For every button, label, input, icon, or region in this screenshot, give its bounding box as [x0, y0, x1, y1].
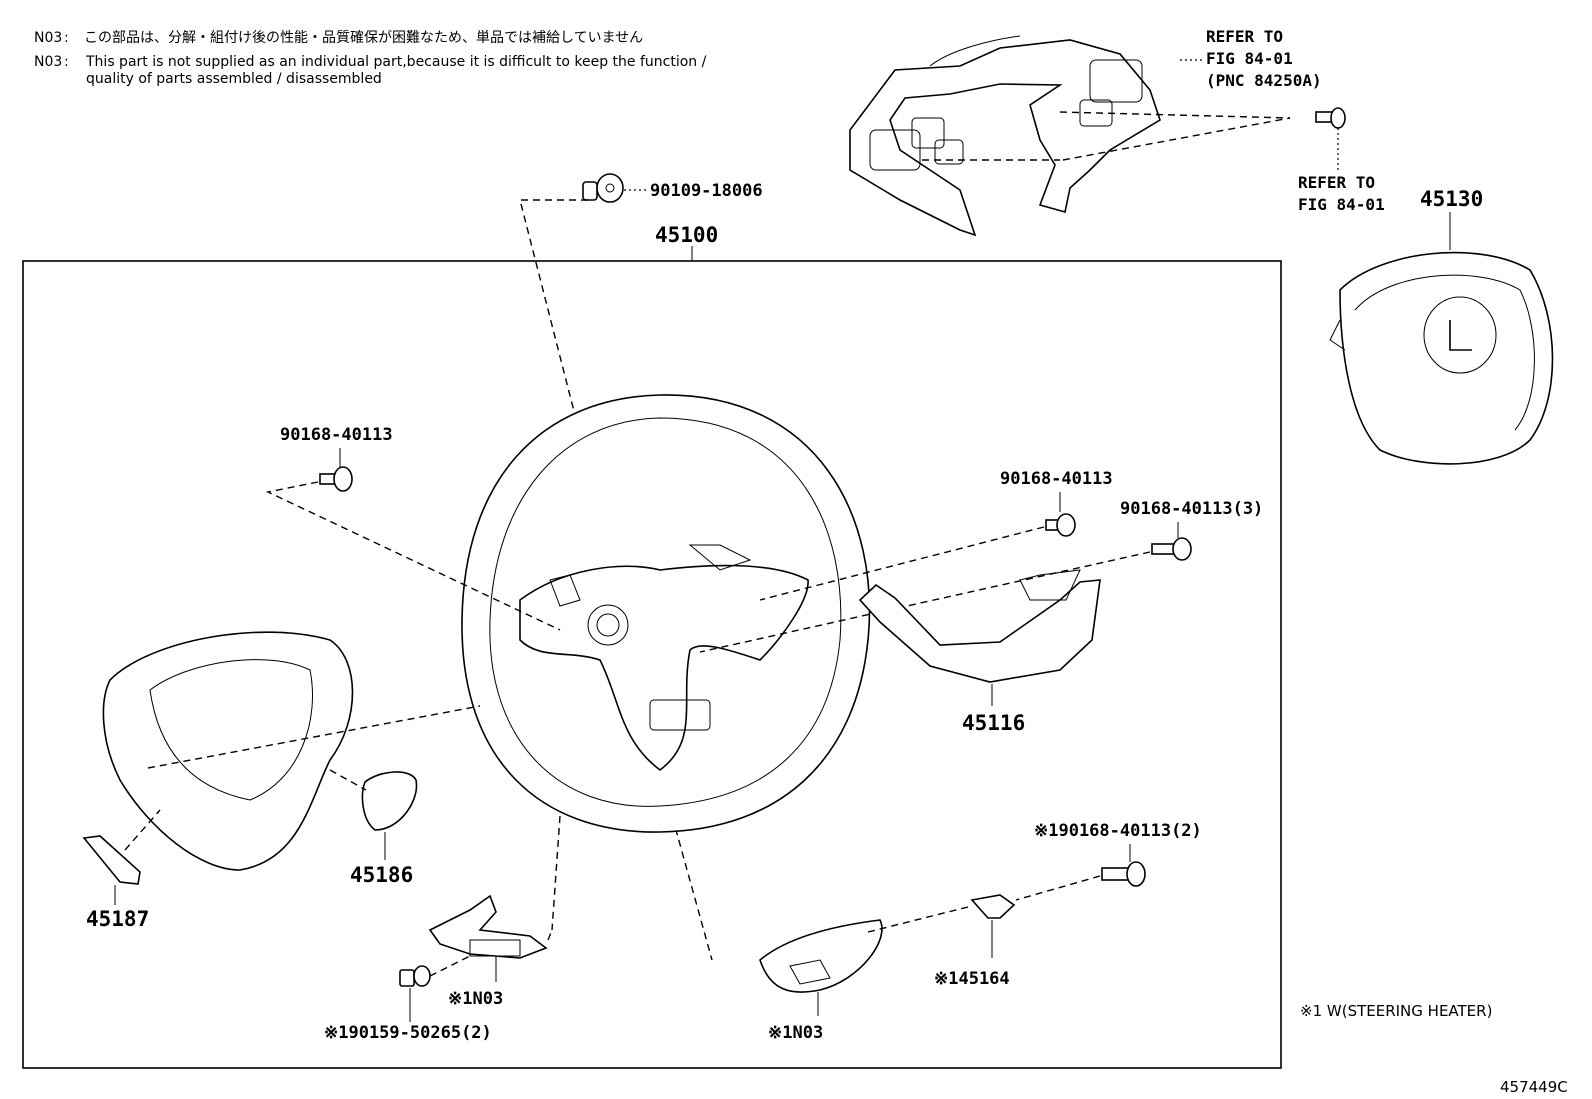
label-90168-b: 90168-40113 — [1000, 469, 1113, 489]
bolt-90109-18006 — [582, 173, 624, 203]
label-45100: 45100 — [655, 223, 718, 247]
bolt-90159 — [399, 965, 431, 987]
label-N03-a: ※1N03 — [448, 989, 503, 1009]
lower-cover — [102, 631, 354, 871]
label-45116: 45116 — [962, 711, 1025, 735]
label-90159: ※190159-50265(2) — [324, 1023, 492, 1043]
label-45187: 45187 — [86, 907, 149, 931]
label-90168-d: ※190168-40113(2) — [1034, 821, 1202, 841]
legend-steering-heater: ※1 W(STEERING HEATER) — [1300, 1002, 1492, 1020]
assembly-frame-45100 — [22, 260, 1282, 1069]
screw-90168-d — [1101, 861, 1146, 887]
label-45130: 45130 — [1420, 187, 1483, 211]
label-N03-b: ※1N03 — [768, 1023, 823, 1043]
note-en-code: N03 — [34, 54, 62, 70]
svg-text::: : — [64, 30, 69, 46]
lower-cover-N03-b — [759, 919, 883, 993]
ref2-line2: FIG 84-01 — [1298, 195, 1385, 214]
screw-90168-c — [1151, 537, 1192, 561]
label-90168-a: 90168-40113 — [280, 425, 393, 445]
note-en-line2: quality of parts assembled / disassemble… — [86, 71, 382, 87]
bracket-N03-a — [428, 894, 548, 959]
airbag-45130 — [1329, 251, 1554, 465]
ref1-line3: (PNC 84250A) — [1206, 71, 1322, 90]
ref2-line1: REFER TO — [1298, 173, 1375, 192]
label-45164: ※145164 — [934, 969, 1010, 989]
ref1-line1: REFER TO — [1206, 27, 1283, 46]
screw-switch — [1315, 107, 1346, 129]
steering-switch-assembly — [849, 35, 1161, 237]
clip-45164 — [970, 894, 1016, 919]
screw-90168-b — [1045, 513, 1076, 537]
cover-45116 — [858, 569, 1101, 683]
note-en-line1: This part is not supplied as an individu… — [85, 54, 707, 70]
note-jp-text: この部品は、分解・組付け後の性能・品質確保が困難なため、単品では補給していません — [84, 30, 643, 46]
label-90109-18006: 90109-18006 — [650, 181, 763, 201]
pad-45186 — [361, 771, 418, 831]
screw-90168-a — [319, 466, 353, 492]
pad-45187 — [82, 835, 141, 885]
svg-text::: : — [64, 54, 69, 70]
steering-wheel-45100 — [461, 394, 871, 833]
label-45186: 45186 — [350, 863, 413, 887]
label-90168-c: 90168-40113(3) — [1120, 499, 1263, 519]
figure-id: 457449C — [1500, 1078, 1568, 1096]
ref1-line2: FIG 84-01 — [1206, 49, 1293, 68]
note-jp-code: N03 — [34, 30, 62, 46]
